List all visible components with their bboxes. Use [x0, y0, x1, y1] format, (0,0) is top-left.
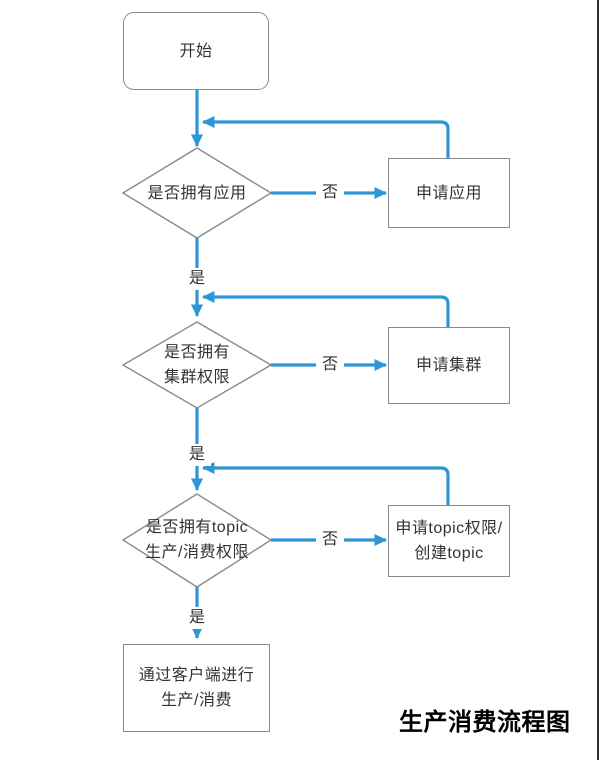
- edge-label-no-2: 否: [315, 354, 345, 376]
- start-node-label: 开始: [179, 42, 213, 60]
- edge-feedback-action1: [202, 116, 450, 158]
- edge-label-yes-3: 是: [182, 607, 212, 629]
- decision1-diamond: [121, 147, 273, 239]
- action1-node: 申请应用: [388, 158, 510, 228]
- end-node-line2: 生产/消费: [161, 692, 232, 709]
- edge-label-no-1: 否: [315, 182, 345, 204]
- decision3-diamond: [121, 493, 273, 588]
- end-node: 通过客户端进行 生产/消费: [123, 644, 270, 732]
- edge-label-yes-2: 是: [182, 444, 212, 466]
- action3-line1: 申请topic权限/: [395, 520, 503, 537]
- action2-node: 申请集群: [388, 327, 510, 404]
- end-node-line1: 通过客户端进行: [138, 667, 255, 684]
- edge-label-yes-1: 是: [182, 268, 212, 290]
- edge-label-no-3: 否: [315, 529, 345, 551]
- edge-feedback-action2: [202, 291, 450, 327]
- action3-line2: 创建topic: [414, 545, 484, 562]
- action2-line1: 申请集群: [415, 357, 482, 374]
- action3-node: 申请topic权限/ 创建topic: [388, 505, 510, 577]
- decision2-diamond: [121, 321, 273, 409]
- start-node: 开始: [123, 12, 269, 90]
- right-edge-divider: [597, 0, 599, 760]
- edge-feedback-action3: [202, 462, 450, 505]
- diagram-title: 生产消费流程图: [399, 709, 571, 736]
- action1-line1: 申请应用: [415, 184, 482, 202]
